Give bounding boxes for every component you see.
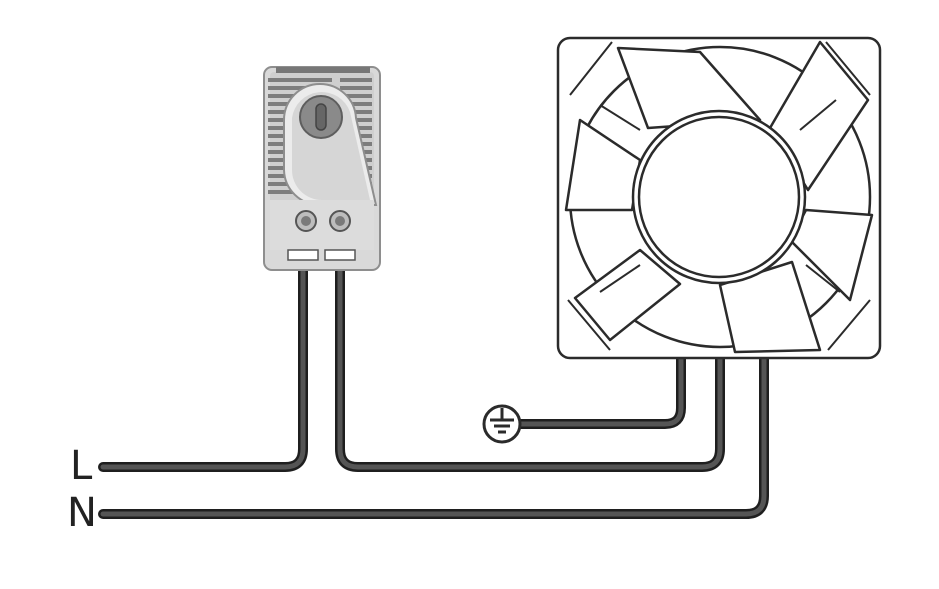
wire-l-to-thermostat [98, 253, 308, 472]
wires [98, 253, 769, 519]
thermostat-terminal-right [324, 249, 356, 261]
neutral-label: N [67, 490, 97, 536]
line-label: L [70, 443, 93, 489]
wire-ground-to-fan [515, 350, 686, 429]
thermostat-icon [263, 66, 381, 271]
thermostat-terminal-left [287, 249, 319, 261]
wire-n-to-fan [98, 350, 769, 519]
ground-symbol-icon [482, 404, 522, 444]
axial-fan-icon [556, 36, 882, 360]
fan-blades [564, 40, 874, 354]
